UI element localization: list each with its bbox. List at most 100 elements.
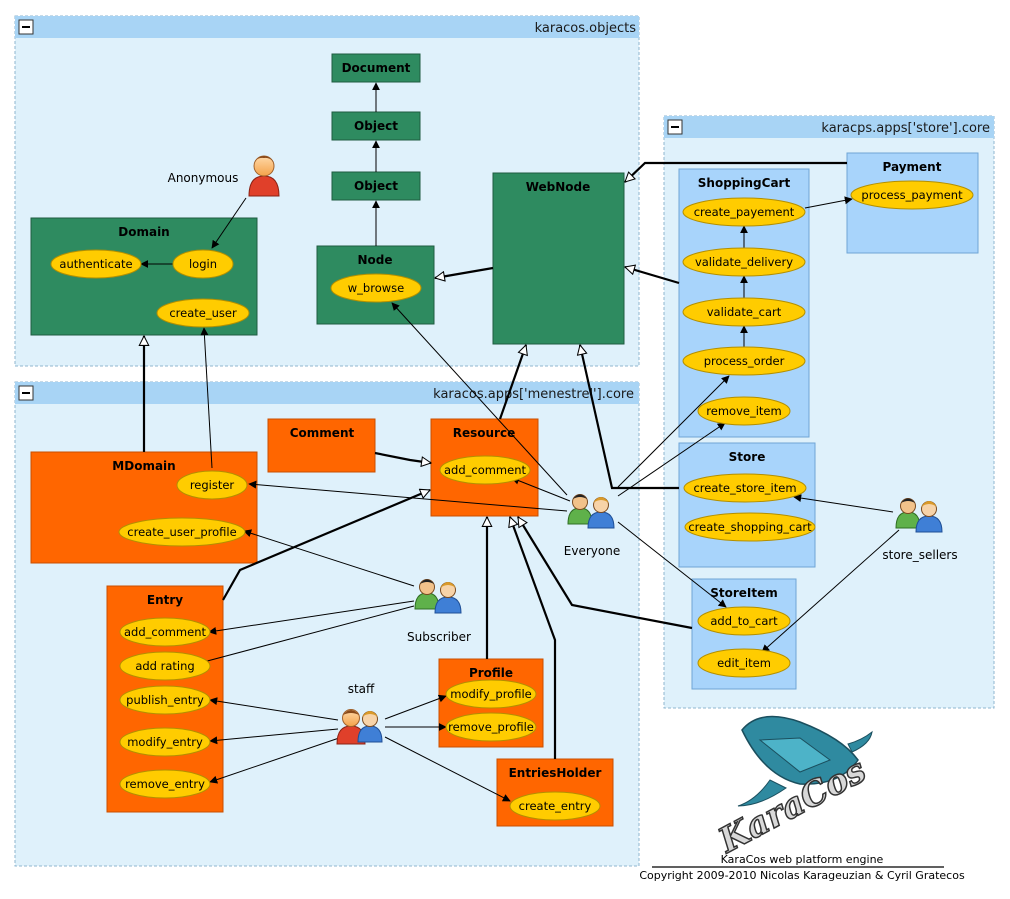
edge-store-webnode	[580, 345, 679, 490]
method-add-rating-label: add rating	[135, 659, 194, 673]
method-register[interactable]: register	[176, 470, 248, 500]
actor-store-sellers-label: store_sellers	[882, 548, 957, 562]
edge-everyone-register	[248, 480, 568, 512]
group-icon	[336, 709, 383, 745]
edge-sellers-create-store-item	[793, 494, 894, 513]
method-create-payement[interactable]: create_payement	[682, 197, 806, 227]
method-publish-entry[interactable]: publish_entry	[119, 685, 211, 715]
method-remove-profile[interactable]: remove_profile	[445, 712, 537, 742]
edge-subscriber-add-rating	[195, 605, 415, 667]
class-webnode[interactable]: WebNode	[492, 172, 625, 345]
class-store[interactable]: Store	[678, 442, 816, 568]
method-remove-item[interactable]: remove_item	[697, 396, 791, 426]
method-edit-item[interactable]: edit_item	[697, 648, 791, 678]
method-validate-cart-label: validate_cart	[707, 305, 782, 319]
edge-everyone-remove-item	[617, 422, 726, 497]
edge-anonymous-login	[211, 197, 247, 249]
edge-subscriber-add-comment	[208, 600, 415, 635]
method-resource-add-comment-label: add_comment	[444, 463, 527, 477]
method-entry-add-comment[interactable]: add_comment	[119, 617, 211, 647]
edge-subscriber-create-user-profile	[243, 529, 415, 587]
edge-staff-modify-entry	[209, 728, 339, 745]
edge-entry-resource	[222, 490, 430, 601]
actor-anonymous[interactable]: Anonymous	[168, 155, 280, 197]
actor-everyone-label: Everyone	[564, 544, 620, 558]
class-entry-title: Entry	[147, 593, 183, 607]
edge-everyone-w-browse	[391, 302, 568, 496]
class-comment-title: Comment	[290, 426, 355, 440]
method-process-order-label: process_order	[704, 354, 785, 368]
method-validate-cart[interactable]: validate_cart	[682, 297, 806, 327]
method-validate-delivery[interactable]: validate_delivery	[682, 247, 806, 277]
method-process-order[interactable]: process_order	[682, 346, 806, 376]
method-create-user[interactable]: create_user	[156, 298, 250, 328]
class-store-title: Store	[729, 450, 766, 464]
edge-payement-process-payment	[804, 196, 853, 209]
method-w-browse-label: w_browse	[348, 281, 404, 295]
actor-staff[interactable]: staff	[336, 682, 383, 745]
group-icon	[414, 579, 462, 614]
method-create-payement-label: create_payement	[694, 205, 795, 219]
edge-everyone-add-to-cart	[617, 521, 727, 608]
method-remove-entry[interactable]: remove_entry	[119, 769, 211, 799]
package-title-menestrel: karacos.apps['menestrel'].core	[433, 387, 634, 402]
class-object-2[interactable]: Object	[331, 171, 421, 201]
actor-store-sellers[interactable]: store_sellers	[882, 498, 958, 563]
edge-storeitem-resource	[517, 517, 693, 630]
actor-anonymous-label: Anonymous	[168, 171, 239, 185]
actor-everyone[interactable]: Everyone	[564, 494, 620, 559]
class-comment[interactable]: Comment	[267, 418, 376, 473]
method-process-payment[interactable]: process_payment	[850, 180, 974, 210]
method-modify-entry-label: modify_entry	[127, 735, 203, 749]
method-create-store-item[interactable]: create_store_item	[683, 473, 807, 503]
edge-everyone-process-order	[617, 375, 730, 488]
turtle-icon	[737, 715, 873, 807]
footer-title: KaraCos web platform engine	[721, 853, 884, 866]
method-publish-entry-label: publish_entry	[126, 693, 204, 707]
class-object-1-title: Object	[354, 119, 398, 133]
method-modify-entry[interactable]: modify_entry	[119, 727, 211, 757]
method-modify-profile-label: modify_profile	[450, 687, 531, 701]
group-icon	[567, 494, 615, 529]
class-mdomain[interactable]: MDomain	[30, 451, 258, 564]
method-add-to-cart-label: add_to_cart	[710, 614, 778, 628]
group-icon	[895, 498, 943, 533]
class-document[interactable]: Document	[331, 53, 421, 83]
class-domain-title: Domain	[118, 225, 169, 239]
method-create-shopping-cart[interactable]: create_shopping_cart	[684, 512, 816, 542]
method-resource-add-comment[interactable]: add_comment	[439, 455, 531, 485]
method-modify-profile[interactable]: modify_profile	[445, 679, 537, 709]
method-w-browse[interactable]: w_browse	[330, 273, 422, 303]
class-storeitem-title: StoreItem	[710, 586, 778, 600]
package-title-store: karacps.apps['store'].core	[821, 121, 990, 136]
footer: KaraCos web platform engine Copyright 20…	[639, 853, 965, 882]
edge-resource-webnode	[498, 345, 526, 420]
class-document-title: Document	[342, 61, 411, 75]
method-create-user-profile-label: create_user_profile	[127, 525, 236, 539]
method-create-user-label: create_user	[169, 306, 237, 320]
method-login[interactable]: login	[172, 249, 234, 279]
method-add-rating[interactable]: add rating	[119, 651, 211, 681]
edge-webnode-node	[435, 266, 494, 278]
method-create-user-profile[interactable]: create_user_profile	[118, 517, 246, 547]
method-entry-add-comment-label: add_comment	[124, 625, 207, 639]
actor-subscriber[interactable]: Subscriber	[407, 579, 471, 645]
karacos-logo: KaraCos	[711, 715, 873, 862]
method-authenticate[interactable]: authenticate	[50, 249, 142, 279]
class-payment-title: Payment	[883, 160, 942, 174]
actor-subscriber-label: Subscriber	[407, 630, 471, 644]
edge-staff-publish-entry	[209, 697, 339, 721]
method-process-payment-label: process_payment	[861, 188, 963, 202]
edge-entriesholder-resource	[510, 517, 557, 759]
class-object-1[interactable]: Object	[331, 111, 421, 141]
edge-comment-resource	[374, 451, 431, 463]
association-edges	[140, 196, 900, 802]
method-add-to-cart[interactable]: add_to_cart	[697, 606, 791, 636]
edge-shoppingcart-webnode	[625, 267, 680, 285]
class-webnode-title: WebNode	[526, 180, 591, 194]
method-create-entry[interactable]: create_entry	[509, 791, 601, 821]
edge-staff-remove-entry	[209, 736, 343, 784]
class-resource-title: Resource	[453, 426, 515, 440]
method-remove-entry-label: remove_entry	[125, 777, 205, 791]
